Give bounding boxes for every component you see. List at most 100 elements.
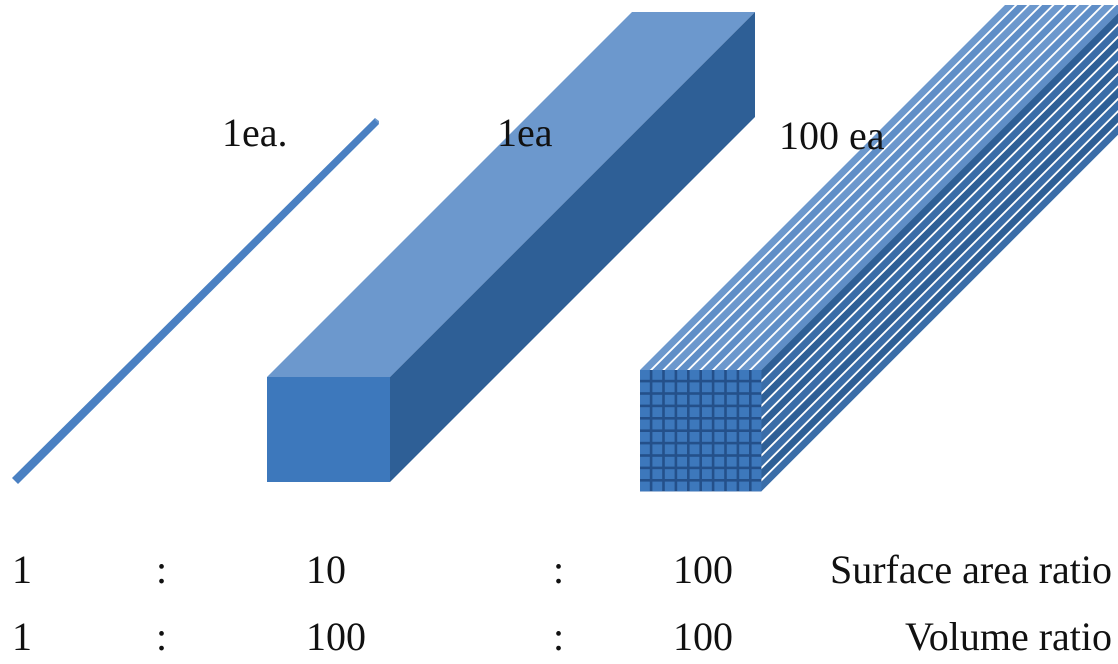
- bundle-rod-front: [751, 407, 762, 417]
- bundle-rod-side: [761, 87, 1118, 455]
- bundle-rod-front: [714, 407, 725, 417]
- bundle-rod-top: [664, 5, 1040, 370]
- bundle-rod-front: [689, 444, 700, 455]
- thick-bar: [267, 12, 755, 482]
- bundle-rod-side: [761, 125, 1118, 492]
- bundle-rod-front: [726, 469, 737, 479]
- bundle-rod-front: [664, 419, 675, 430]
- bundle-rod-front: [751, 469, 762, 479]
- bundle-rod-front: [652, 382, 663, 393]
- bundle-rod-front: [664, 481, 675, 492]
- bundle-rod-front: [664, 469, 675, 479]
- surface-thick-value: 10: [306, 547, 346, 592]
- bundle-rod-front: [726, 394, 737, 405]
- bundle-rod-front: [751, 382, 762, 393]
- bundle-rod-top: [739, 5, 1114, 370]
- bundle-rod-front: [751, 394, 762, 405]
- bundle-rod-top: [702, 5, 1077, 370]
- bundle-rod-front: [689, 469, 700, 479]
- bundle-rod-front: [664, 382, 675, 393]
- thin-rod-count-label: 1ea.: [222, 110, 288, 155]
- bundle-rod-front: [751, 419, 762, 430]
- bundle-rod-front: [652, 394, 663, 405]
- bundle-rod-front: [689, 407, 700, 417]
- bundle-rod-front: [714, 394, 725, 405]
- bundle-rod-front: [726, 481, 737, 492]
- bundle-rod-front: [677, 469, 687, 479]
- bundle-rod-front: [664, 456, 675, 467]
- bundle-rod-side: [761, 13, 1118, 380]
- bundle-rod-side: [761, 100, 1118, 467]
- bundle-rod-top: [751, 5, 1118, 370]
- bundle-rod-front: [739, 382, 749, 393]
- bundle-rod-side: [761, 75, 1118, 442]
- bundle-rod-front: [702, 469, 712, 479]
- bundle-rod-front: [739, 469, 749, 479]
- bundle-rod-front: [702, 481, 712, 492]
- bundle-rod-front: [640, 456, 650, 467]
- bundle-rod-front: [726, 382, 737, 393]
- bundle-rod-front: [689, 394, 700, 405]
- volume-separator-1: :: [156, 614, 168, 659]
- bundle-rod-front: [677, 407, 687, 417]
- bundle-rod-front: [677, 444, 687, 455]
- bundle-rod-front: [751, 370, 762, 380]
- surface-separator-2: :: [553, 547, 565, 592]
- bundle-rod-front: [664, 444, 675, 455]
- thick-bar-count-label: 1ea: [497, 110, 553, 155]
- surface-thin-value: 1: [12, 547, 32, 592]
- bundle-rod-front: [689, 370, 700, 380]
- bundle-rod-front: [652, 469, 663, 479]
- bundle-rod-front: [702, 382, 712, 393]
- bundle-rod-front: [677, 382, 687, 393]
- bundle-rod-front: [652, 370, 663, 380]
- volume-ratio-label: Volume ratio: [904, 614, 1112, 659]
- bundle-rod-front: [702, 444, 712, 455]
- bundle-rod-front: [689, 456, 700, 467]
- bundle-rod-front: [652, 444, 663, 455]
- bundle-rod-front: [640, 469, 650, 479]
- bundle-rod-front: [689, 382, 700, 393]
- bundle-rod-top: [652, 5, 1028, 370]
- bundle-rod-front: [640, 407, 650, 417]
- bundle-rod-front: [677, 394, 687, 405]
- bundle-rod-side: [761, 63, 1118, 430]
- bundle-rod-front: [702, 407, 712, 417]
- bundle-rod-front: [652, 419, 663, 430]
- bundle-rod-front: [739, 432, 749, 442]
- bundle-rod-front: [640, 382, 650, 393]
- bundle-rod-side: [761, 38, 1118, 405]
- volume-separator-2: :: [553, 614, 565, 659]
- bundle-rod-top: [714, 5, 1090, 370]
- bundle-rod-front: [726, 407, 737, 417]
- bundle-rod-front: [652, 432, 663, 442]
- bundle-rod-front: [726, 444, 737, 455]
- bundle-rod-top: [640, 5, 1015, 370]
- volume-thin-value: 1: [12, 614, 32, 659]
- thick-bar-top-face: [267, 12, 755, 377]
- bundle-rod-front: [726, 370, 737, 380]
- bundle-rod-top: [726, 5, 1102, 370]
- bundle-rod-front: [640, 481, 650, 492]
- bundle-rod-front: [640, 370, 650, 380]
- bundle-rod-front: [640, 394, 650, 405]
- bundle-rod-front: [702, 432, 712, 442]
- bundle-rod-front: [714, 444, 725, 455]
- bundle-rod-front: [664, 432, 675, 442]
- bundle-count-label: 100 ea: [779, 113, 885, 158]
- bundle-rod-front: [640, 432, 650, 442]
- bundle-rod-front: [677, 481, 687, 492]
- bundle-rod-front: [714, 432, 725, 442]
- bundle-rod-front: [702, 394, 712, 405]
- bundle-rod-side: [761, 50, 1118, 417]
- bundle-rod-side: [761, 112, 1118, 479]
- bundle-rod-front: [689, 432, 700, 442]
- bundle-rod-front: [689, 419, 700, 430]
- bundle-rod-front: [739, 481, 749, 492]
- bundle-rod-front: [702, 419, 712, 430]
- bundle-rod-front: [714, 370, 725, 380]
- bundle-rod-front: [714, 382, 725, 393]
- bundle-rod-front: [652, 456, 663, 467]
- thick-bar-side-face: [390, 12, 755, 482]
- bundle-rod-front: [689, 481, 700, 492]
